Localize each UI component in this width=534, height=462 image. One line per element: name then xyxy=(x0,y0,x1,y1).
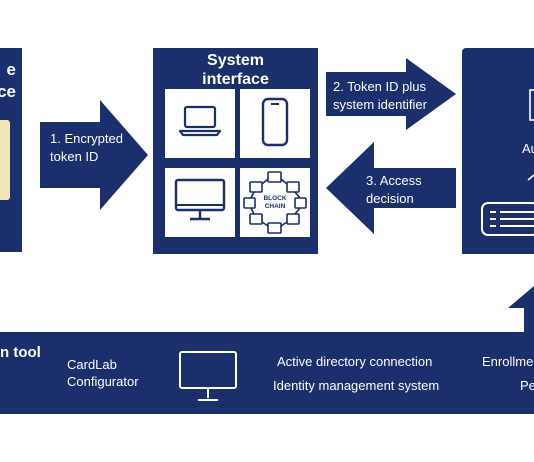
right-panel-graphics xyxy=(481,89,534,236)
up-arrow-connector xyxy=(508,286,534,332)
desktop-monitor-icon xyxy=(174,178,226,221)
arrow-right-shape-2 xyxy=(326,58,456,130)
arrow1-label-line2: token ID xyxy=(50,149,99,164)
smartphone-icon xyxy=(261,97,289,147)
smartphone-tile xyxy=(240,89,310,158)
system-interface-title: System interface xyxy=(153,51,318,89)
arrow3-label-line1: 3. Access xyxy=(366,173,422,188)
left-panel-title-line1: e xyxy=(6,60,16,79)
left-panel-title-line2: ce xyxy=(0,82,16,101)
desktop-monitor-tile xyxy=(165,168,235,237)
left-panel-title: e ce xyxy=(0,58,22,118)
arrow3-label-line2: decision xyxy=(366,191,414,206)
bottom-tool-bar: n tool CardLab Configurator Active direc… xyxy=(0,332,534,414)
enrollment-text: Enrollme xyxy=(482,354,534,369)
monitor-icon xyxy=(179,351,237,401)
laptop-tile xyxy=(165,89,235,158)
arrow-token-system-id: 2. Token ID plus system identifier xyxy=(326,58,456,130)
blockchain-label-line2: CHAIN xyxy=(265,203,286,210)
arrow1-label-line1: 1. Encrypted xyxy=(50,131,123,146)
right-panel-label: Au xyxy=(522,141,534,156)
system-interface-panel: System interface xyxy=(153,48,318,254)
arrow2-label-line2: system identifier xyxy=(333,97,427,112)
arrow-encrypted-token: 1. Encrypted token ID xyxy=(40,100,148,210)
right-partial-text: Pe xyxy=(520,378,534,393)
arrow-right-shape xyxy=(40,100,148,210)
configurator-line2: Configurator xyxy=(67,374,139,389)
configurator-line1: CardLab xyxy=(67,357,117,372)
system-interface-title-line1: System xyxy=(207,52,264,69)
arrow2-label-line1: 2. Token ID plus xyxy=(333,79,426,94)
blockchain-tile: BLOCK CHAIN xyxy=(240,168,310,237)
blockchain-label-line1: BLOCK xyxy=(263,195,286,202)
right-panel: Au xyxy=(462,48,534,254)
up-arrow-icon xyxy=(508,286,534,332)
arrow-access-decision: 3. Access decision xyxy=(326,142,456,234)
left-panel xyxy=(0,48,22,252)
identity-management-text: Identity management system xyxy=(273,378,440,393)
tool-label: n tool xyxy=(0,344,41,361)
arrow-left-shape xyxy=(326,142,456,234)
card-icon xyxy=(0,120,10,200)
active-directory-text: Active directory connection xyxy=(277,354,433,369)
blockchain-icon: BLOCK CHAIN xyxy=(243,171,307,234)
laptop-icon xyxy=(178,105,222,137)
system-interface-title-line2: interface xyxy=(202,71,269,88)
